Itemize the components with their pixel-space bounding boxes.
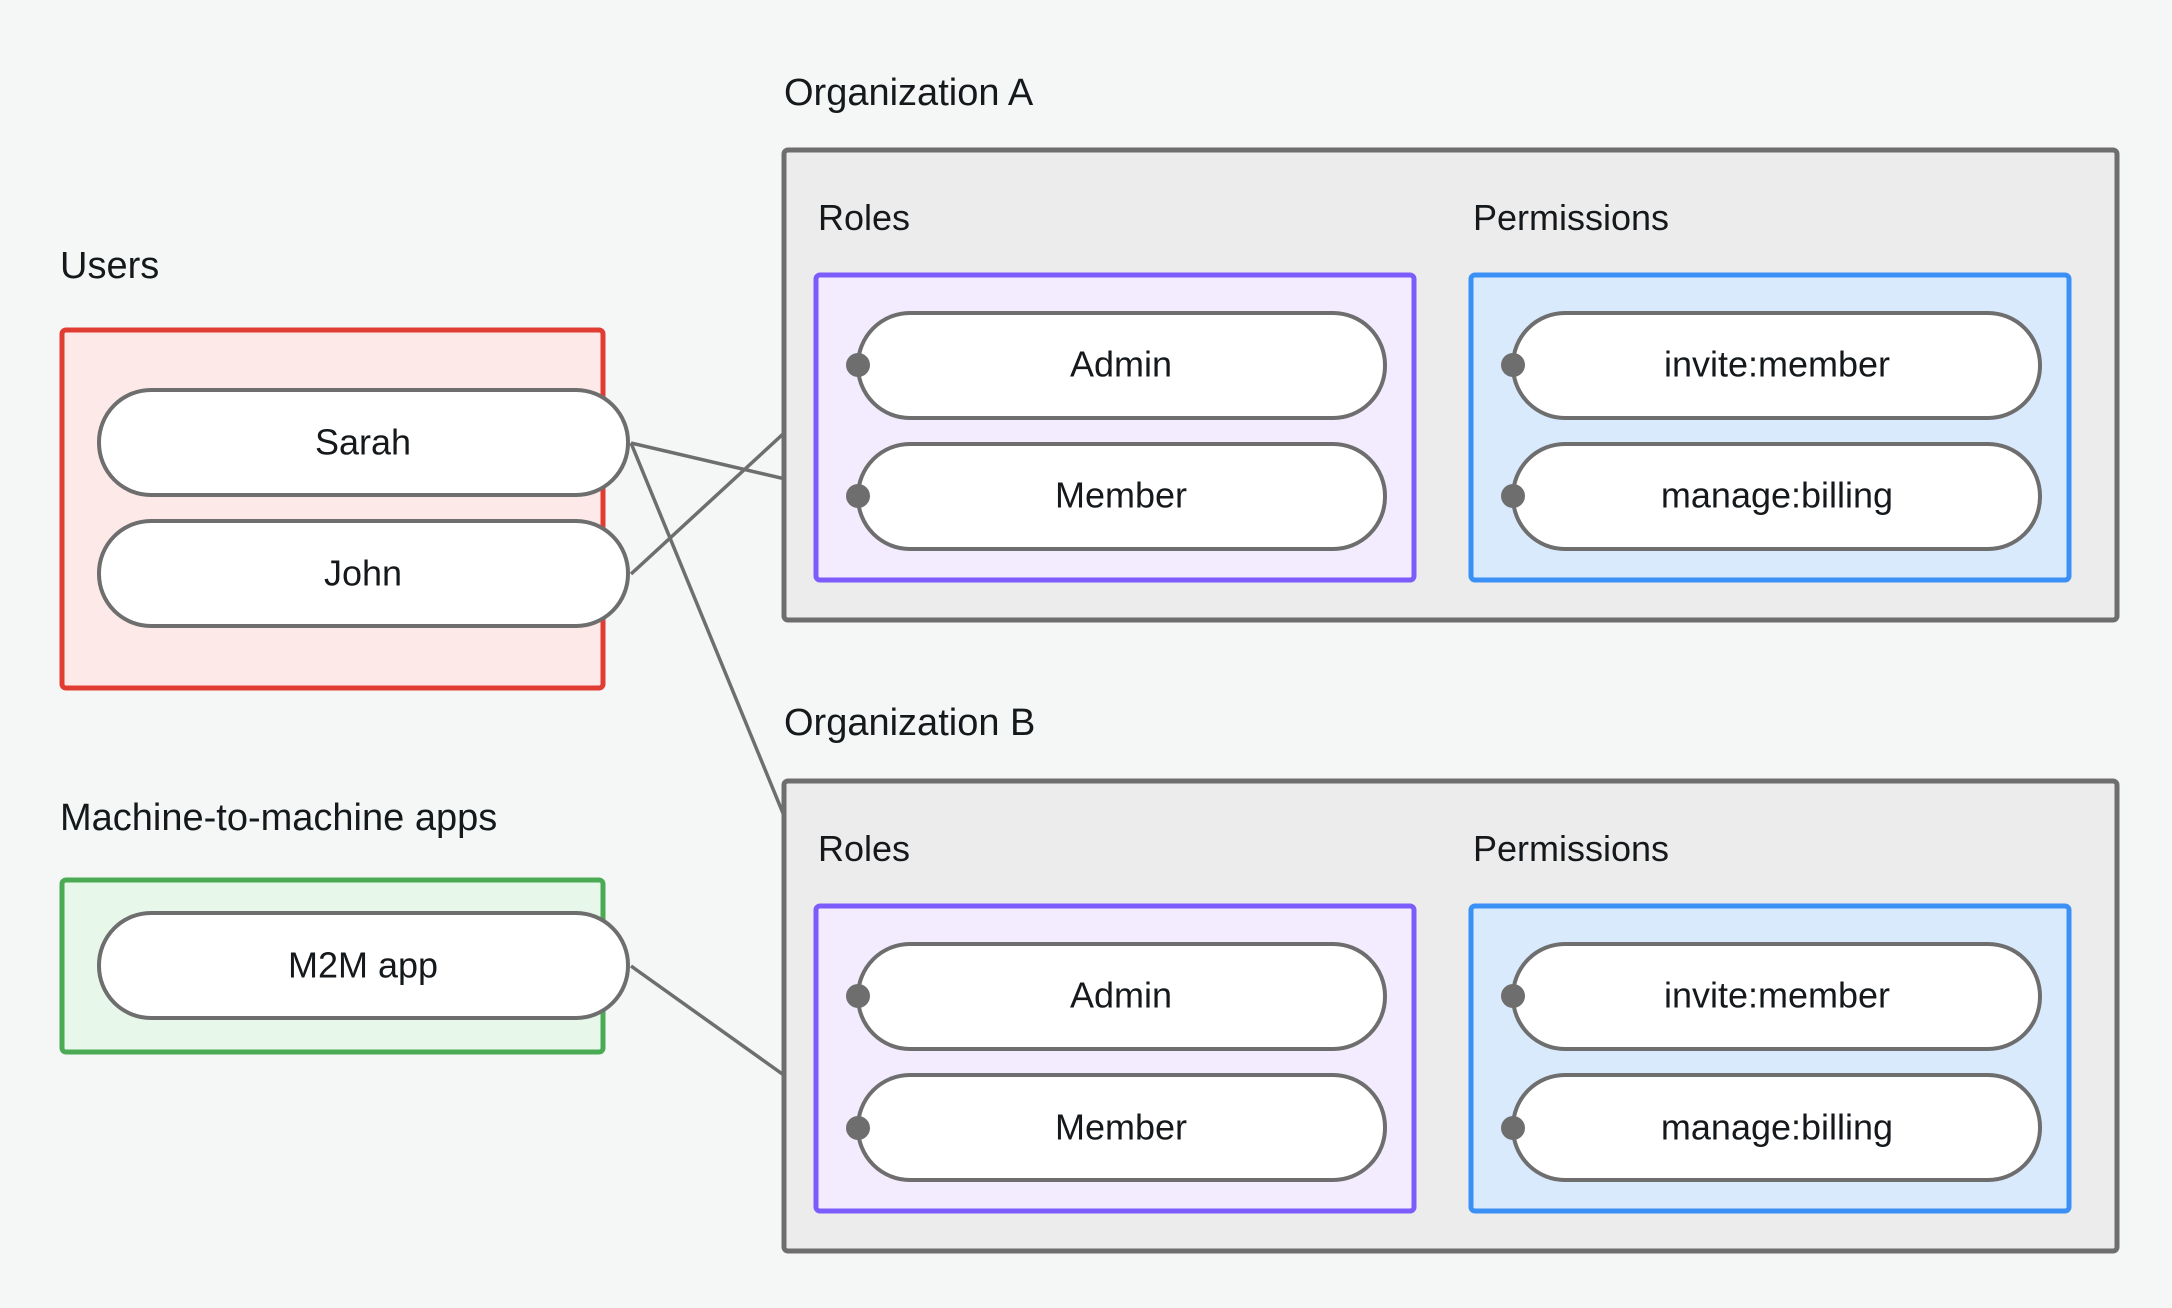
node-org-b-manage-billing[interactable]: manage:billing bbox=[1511, 1073, 2042, 1182]
users-container bbox=[59, 327, 606, 691]
organization-b: Organization B Roles Permissions Admin M… bbox=[781, 702, 2120, 1254]
edge-dot-org-a-admin-in bbox=[846, 353, 870, 377]
users-group: Users Sarah John bbox=[59, 245, 630, 691]
m2m-group-label: Machine-to-machine apps bbox=[60, 797, 497, 839]
edge-dot-org-a-member-in bbox=[846, 484, 870, 508]
edge-dot-org-a-invite-in bbox=[1501, 353, 1525, 377]
node-org-a-invite-member[interactable]: invite:member bbox=[1511, 311, 2042, 420]
node-john[interactable]: John bbox=[97, 519, 630, 628]
node-org-a-member[interactable]: Member bbox=[856, 442, 1387, 551]
node-john-shape[interactable] bbox=[97, 519, 630, 628]
node-org-a-manage-billing[interactable]: manage:billing bbox=[1511, 442, 2042, 551]
node-org-b-invite-member-label: invite:member bbox=[1664, 975, 1890, 1016]
node-org-b-member-label: Member bbox=[1055, 1107, 1187, 1148]
org-b-roles-label: Roles bbox=[818, 828, 910, 869]
node-org-b-invite-member[interactable]: invite:member bbox=[1511, 942, 2042, 1051]
node-org-a-admin-label: Admin bbox=[1070, 344, 1172, 385]
node-m2m-app-shape[interactable] bbox=[97, 911, 630, 1020]
edge-dot-org-b-invite-in bbox=[1501, 984, 1525, 1008]
node-org-b-member[interactable]: Member bbox=[856, 1073, 1387, 1182]
edge-dot-org-b-member-in bbox=[846, 1116, 870, 1140]
node-sarah[interactable]: Sarah bbox=[97, 388, 630, 497]
node-org-a-admin[interactable]: Admin bbox=[856, 311, 1387, 420]
org-a-label: Organization A bbox=[784, 72, 1034, 114]
edge-endpoint-layer bbox=[846, 353, 1525, 1140]
node-m2m-app[interactable]: M2M app bbox=[97, 911, 630, 1020]
org-a-permissions-label: Permissions bbox=[1473, 197, 1669, 238]
edge-dot-org-a-billing-in bbox=[1501, 484, 1525, 508]
edge-dot-org-b-admin-in bbox=[846, 984, 870, 1008]
node-sarah-shape[interactable] bbox=[97, 388, 630, 497]
node-org-a-manage-billing-label: manage:billing bbox=[1661, 475, 1893, 516]
org-a-roles-label: Roles bbox=[818, 197, 910, 238]
node-org-b-admin-label: Admin bbox=[1070, 975, 1172, 1016]
organization-a: Organization A Roles Permissions Admin M… bbox=[781, 72, 2120, 623]
edge-dot-org-b-billing-in bbox=[1501, 1116, 1525, 1140]
node-org-b-admin[interactable]: Admin bbox=[856, 942, 1387, 1051]
node-john-label: John bbox=[324, 553, 402, 594]
users-group-label: Users bbox=[60, 245, 159, 287]
org-b-permissions-label: Permissions bbox=[1473, 828, 1669, 869]
node-org-a-invite-member-label: invite:member bbox=[1664, 344, 1890, 385]
node-m2m-app-label: M2M app bbox=[288, 945, 438, 986]
m2m-group: Machine-to-machine apps M2M app bbox=[59, 797, 630, 1055]
node-org-a-member-label: Member bbox=[1055, 475, 1187, 516]
org-b-label: Organization B bbox=[784, 702, 1035, 744]
node-org-b-manage-billing-label: manage:billing bbox=[1661, 1107, 1893, 1148]
node-sarah-label: Sarah bbox=[315, 422, 411, 463]
